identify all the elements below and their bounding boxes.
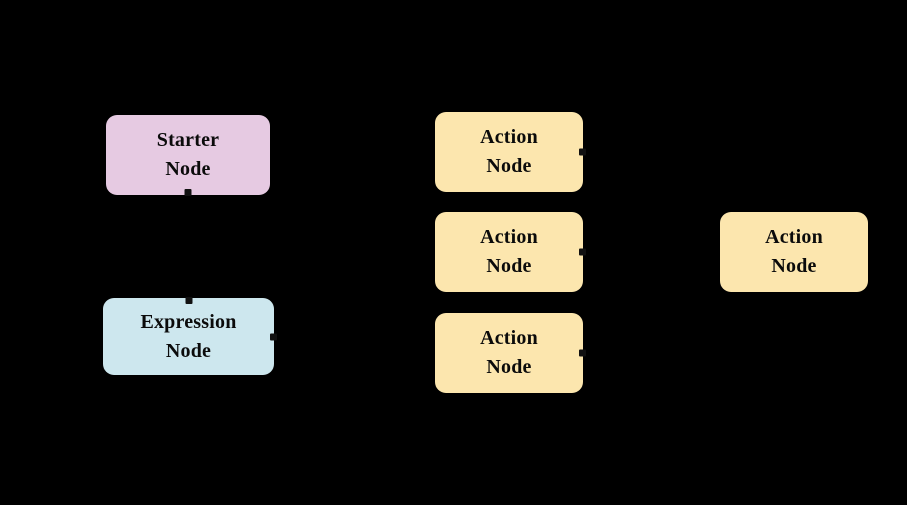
action-node-2-label-line2: Node <box>486 255 532 277</box>
action-node-4-label-line2: Node <box>771 255 817 277</box>
expression-node-label-line1: Expression <box>140 310 237 333</box>
action-node-3-right-port-icon[interactable] <box>579 349 586 357</box>
expression-node-top-port-icon[interactable] <box>185 297 192 304</box>
expression-node-label-line2: Node <box>165 339 212 362</box>
starter-node-label-line2: Node <box>165 158 211 180</box>
expression-node[interactable]: Expression Node <box>103 297 277 375</box>
action-node-4[interactable]: Action Node <box>720 212 868 292</box>
expression-node-right-port-icon[interactable] <box>270 333 277 340</box>
action-node-1-right-port-icon[interactable] <box>579 148 586 156</box>
starter-node[interactable]: Starter Node <box>106 115 270 196</box>
starter-node-bottom-port-icon[interactable] <box>184 189 192 196</box>
action-node-3-label-line1: Action <box>480 327 538 349</box>
starter-node-label-line1: Starter <box>156 129 220 151</box>
action-node-3-label-line2: Node <box>486 356 532 378</box>
action-node-4-label-line1: Action <box>765 226 823 248</box>
action-node-2[interactable]: Action Node <box>435 212 586 292</box>
action-node-1[interactable]: Action Node <box>435 112 586 192</box>
action-node-2-label-line1: Action <box>480 226 538 248</box>
action-node-1-label-line2: Node <box>486 155 532 177</box>
action-node-2-right-port-icon[interactable] <box>579 248 586 256</box>
action-node-3[interactable]: Action Node <box>435 313 586 393</box>
action-node-1-label-line1: Action <box>480 126 538 148</box>
